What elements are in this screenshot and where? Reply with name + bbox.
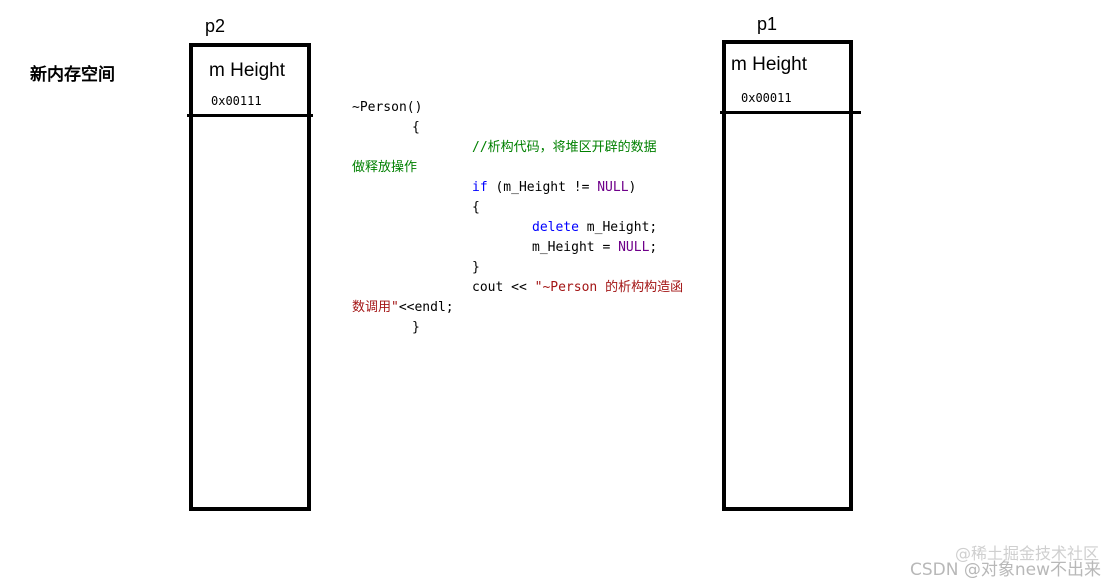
code-cout-line-2: 数调用"<<endl; bbox=[352, 298, 454, 318]
code-if-close-brace: } bbox=[472, 260, 480, 275]
watermark: CSDN @对象new不出来 bbox=[909, 560, 1101, 580]
p2-divider bbox=[187, 114, 313, 117]
p1-address: 0x00011 bbox=[741, 91, 792, 105]
code-assign-null: m_Height = NULL; bbox=[532, 238, 657, 258]
p2-address: 0x00111 bbox=[211, 94, 262, 108]
destructor-signature: ~Person() bbox=[352, 100, 423, 115]
code-open-brace: { bbox=[412, 120, 420, 135]
pointer-p2-label: p2 bbox=[205, 16, 226, 36]
code-if-statement: if (m_Height != NULL) bbox=[472, 178, 636, 198]
keyword-if: if bbox=[472, 180, 488, 195]
if-condition: (m_Height != bbox=[487, 180, 598, 195]
pointer-p1-label: p1 bbox=[757, 14, 778, 34]
watermark-overlay: @稀土掘金技术社区 bbox=[954, 544, 1099, 563]
cout-string-part-1: "~Person 的析构构造函 bbox=[534, 280, 684, 295]
code-comment-line-1: //析构代码，将堆区开辟的数据 bbox=[472, 140, 657, 155]
p1-memory-block bbox=[722, 40, 853, 511]
code-if-open-brace: { bbox=[472, 200, 480, 215]
p2-memory-block bbox=[189, 43, 311, 511]
cout-endl: <<endl; bbox=[398, 300, 454, 315]
macro-null: NULL bbox=[618, 240, 650, 255]
delete-target: m_Height; bbox=[578, 220, 658, 235]
macro-null: NULL bbox=[597, 180, 629, 195]
code-delete-statement: delete m_Height; bbox=[532, 218, 657, 238]
p2-field-name: m Height bbox=[209, 60, 286, 81]
code-cout-line-1: cout << "~Person 的析构构造函 bbox=[472, 278, 683, 298]
assign-semicolon: ; bbox=[649, 240, 658, 255]
code-comment-line-2: 做释放操作 bbox=[352, 160, 418, 175]
assign-lhs: m_Height = bbox=[532, 240, 619, 255]
cout-string-part-2: 数调用" bbox=[352, 300, 399, 315]
p1-field-name: m Height bbox=[731, 54, 808, 75]
p1-divider bbox=[720, 111, 861, 114]
new-memory-space-label: 新内存空间 bbox=[30, 65, 115, 85]
if-close-paren: ) bbox=[628, 180, 637, 195]
keyword-delete: delete bbox=[532, 220, 579, 235]
cout-prefix: cout << bbox=[472, 280, 535, 295]
code-close-brace: } bbox=[412, 320, 420, 335]
